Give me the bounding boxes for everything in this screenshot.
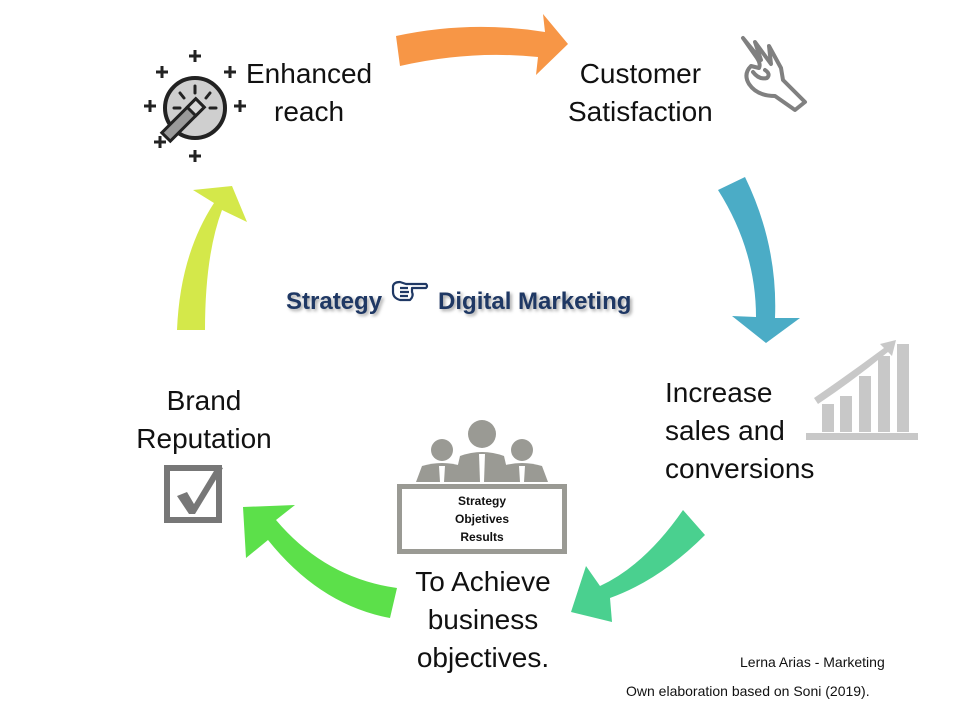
board-line: Strategy [457, 494, 507, 508]
node-label-line: Brand [166, 385, 242, 416]
node-label-line: Reputation [136, 423, 272, 454]
pointing-hand-icon [390, 278, 430, 306]
node-label-line: Enhanced [246, 58, 373, 89]
node-business-objectives: To Achieve business objectives. [405, 563, 561, 677]
meeting-board-icon [412, 420, 552, 482]
node-increase-sales: Increase sales and conversions [665, 374, 814, 488]
center-title-digital-marketing: Digital Marketing [438, 288, 632, 315]
board-line: Objetives [454, 512, 510, 526]
arrow-sales-to-objectives [571, 510, 705, 622]
arrow-reputation-to-reach [177, 186, 247, 330]
node-label-line: Satisfaction [568, 96, 713, 127]
growth-chart-icon [804, 334, 920, 442]
arrow-satisfaction-to-sales [718, 177, 800, 343]
credit-source: Own elaboration based on Soni (2019). [626, 683, 870, 699]
node-label-line: To Achieve [415, 566, 551, 597]
magic-wand-icon [140, 48, 250, 164]
node-enhanced-reach: Enhanced reach [246, 55, 372, 131]
center-title: Strategy Digital Marketing [286, 280, 632, 316]
credit-author: Lerna Arias - Marketing [740, 654, 885, 670]
node-label-line: sales and [665, 415, 785, 446]
node-label-line: Customer [579, 58, 702, 89]
node-label-line: reach [274, 96, 345, 127]
node-customer-satisfaction: Customer Satisfaction [568, 55, 713, 131]
node-label-line: objectives. [416, 642, 550, 673]
board-line: Results [460, 530, 504, 544]
ok-hand-icon [735, 30, 810, 115]
node-brand-reputation: Brand Reputation [124, 382, 284, 458]
node-label-line: conversions [665, 453, 815, 484]
center-title-strategy: Strategy [286, 288, 383, 315]
strategy-board: Strategy Objetives Results [397, 484, 567, 554]
arrow-reach-to-satisfaction [396, 14, 568, 75]
checkbox-checked-icon [163, 462, 227, 524]
node-label-line: business [427, 604, 539, 635]
arrow-objectives-to-reputation [243, 505, 397, 618]
node-label-line: Increase [665, 377, 773, 408]
